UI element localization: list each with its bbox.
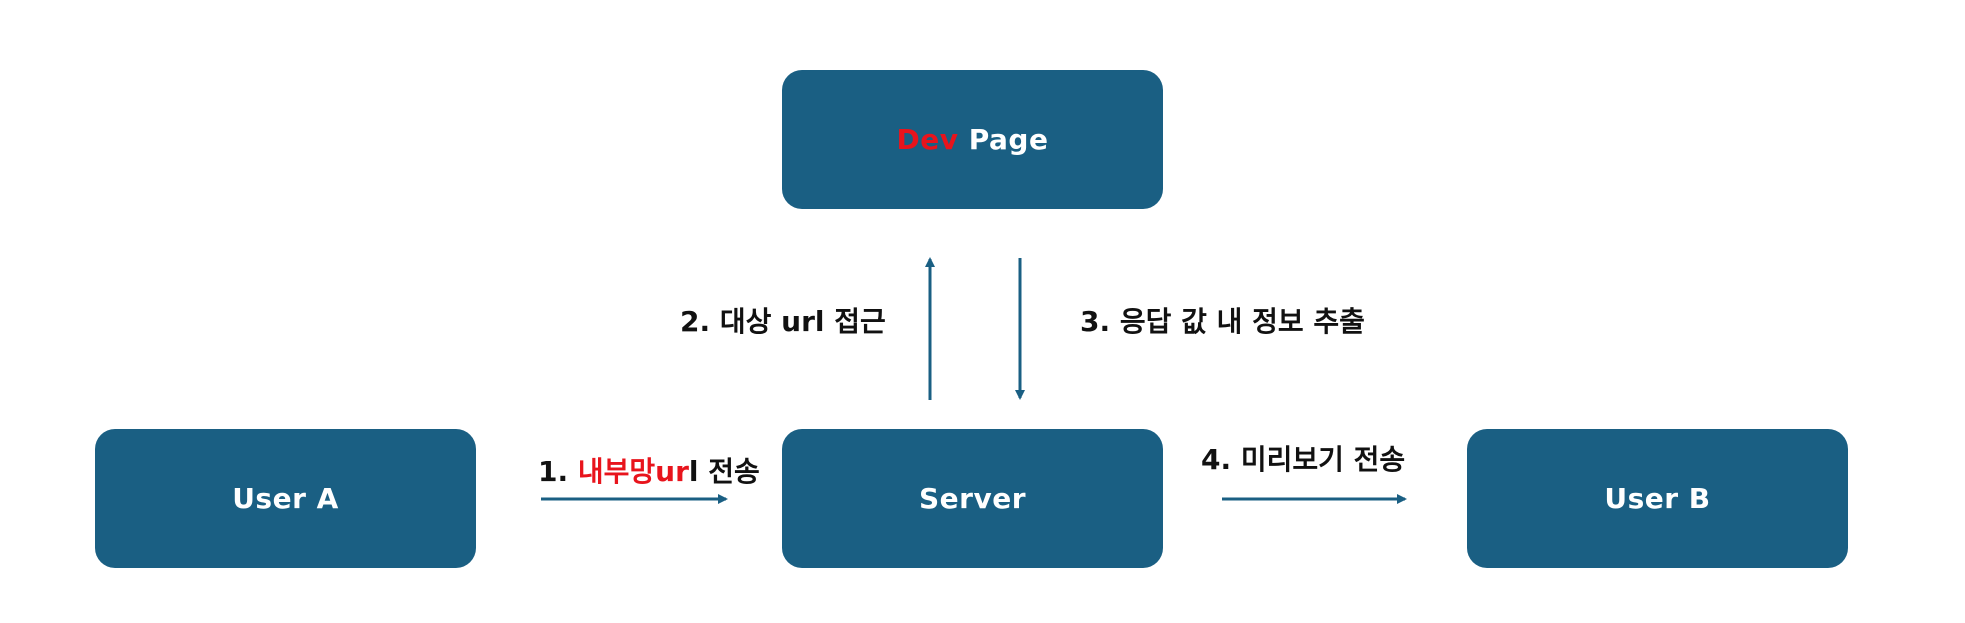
dev-page-label: Page xyxy=(968,123,1049,156)
step1-label: 1. 내부망url 전송 xyxy=(538,450,760,490)
step2-label: 2. 대상 url 접근 xyxy=(680,305,886,338)
dev-page-node: Dev Page xyxy=(782,70,1163,209)
step1-prefix: 1. xyxy=(538,455,578,488)
user-a-label: User A xyxy=(232,482,339,515)
server-node: Server xyxy=(782,429,1163,568)
step3-label: 3. 응답 값 내 정보 추출 xyxy=(1080,305,1365,338)
step1-highlight: 내부망ur xyxy=(577,455,689,488)
user-b-label: User B xyxy=(1604,482,1711,515)
step1-suffix: l 전송 xyxy=(688,455,760,488)
server-label: Server xyxy=(918,482,1026,515)
user-b-node: User B xyxy=(1467,429,1848,568)
step4-label: 4. 미리보기 전송 xyxy=(1201,443,1406,476)
dev-page-highlight: Dev xyxy=(896,123,959,156)
user-a-node: User A xyxy=(95,429,476,568)
